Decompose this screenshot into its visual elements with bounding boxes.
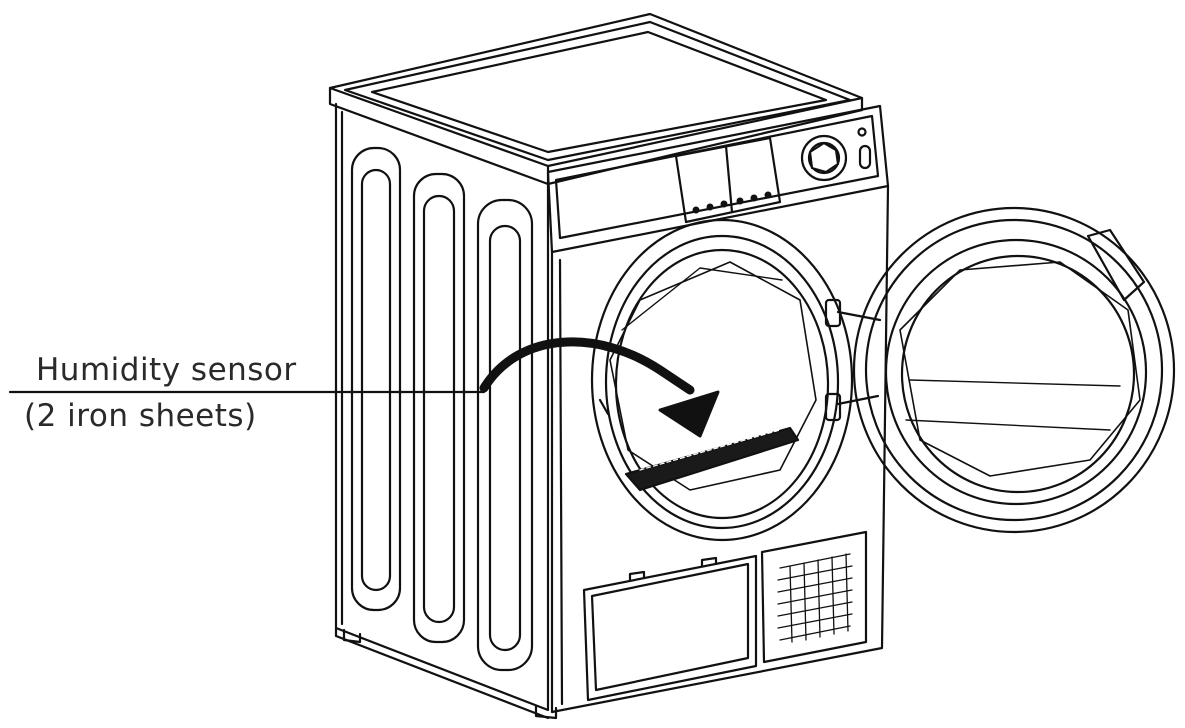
callout-label-title: Humidity sensor — [36, 352, 297, 388]
power-button — [858, 144, 872, 170]
dryer-front-panel — [550, 184, 890, 714]
program-buttons — [692, 191, 772, 214]
vent-grille — [760, 530, 868, 664]
dryer-side-panel — [334, 102, 558, 720]
program-knob — [800, 134, 848, 182]
callout-arrow-head — [658, 390, 720, 438]
door-handle — [1086, 228, 1146, 302]
callout-label-detail: (2 iron sheets) — [24, 398, 257, 434]
callout — [8, 337, 720, 438]
open-door — [836, 206, 1176, 534]
filter-drawer — [582, 554, 758, 702]
power-led — [857, 127, 867, 137]
side-ribs — [350, 146, 534, 672]
control-panel — [546, 104, 890, 254]
dryer-top-lid — [328, 12, 864, 186]
humidity-sensor — [624, 426, 800, 492]
hinge-bottom — [824, 392, 842, 422]
display-window — [674, 136, 782, 224]
drum-opening — [590, 218, 854, 542]
callout-arrow-shaft — [479, 337, 695, 395]
